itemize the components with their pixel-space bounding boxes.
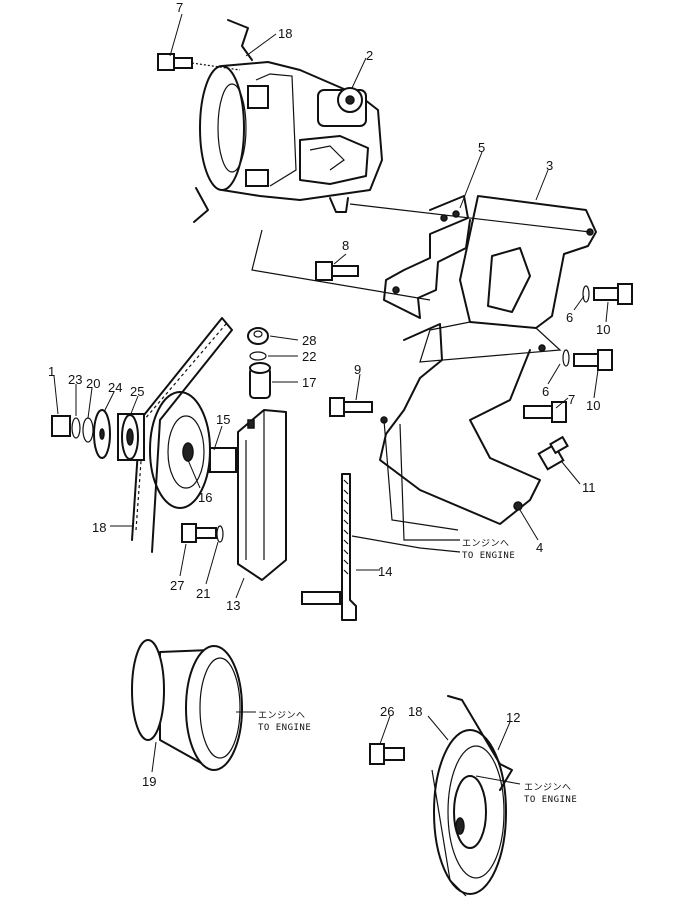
callout-4: 4 bbox=[536, 540, 543, 555]
bearing-25 bbox=[117, 413, 145, 461]
note-3-en: TO ENGINE bbox=[524, 795, 577, 805]
callout-16: 16 bbox=[198, 490, 212, 505]
callout-10-upper: 10 bbox=[596, 322, 610, 337]
note-2-en: TO ENGINE bbox=[258, 723, 311, 733]
washer-22 bbox=[249, 351, 267, 361]
bracket-3 bbox=[419, 195, 597, 363]
callout-18-left: 18 bbox=[92, 520, 106, 535]
callout-2: 2 bbox=[366, 48, 373, 63]
bolt-27 bbox=[181, 523, 217, 543]
callout-14: 14 bbox=[378, 564, 392, 579]
callout-7-top: 7 bbox=[176, 0, 183, 15]
callout-19: 19 bbox=[142, 774, 156, 789]
nut-28 bbox=[247, 327, 269, 345]
callout-22: 22 bbox=[302, 349, 316, 364]
callout-6-lower: 6 bbox=[542, 384, 549, 399]
callout-25: 25 bbox=[130, 384, 144, 399]
callout-28: 28 bbox=[302, 333, 316, 348]
bolt-10-lower bbox=[562, 349, 613, 371]
compressor bbox=[193, 19, 383, 223]
callout-labels: 7 18 2 5 3 8 6 10 28 22 17 9 6 7 10 1 23… bbox=[48, 0, 610, 789]
callout-21: 21 bbox=[196, 586, 210, 601]
callout-27: 27 bbox=[170, 578, 184, 593]
bracket-13 bbox=[237, 409, 287, 581]
adjuster-rod-14 bbox=[301, 473, 357, 621]
callout-15: 15 bbox=[216, 412, 230, 427]
nut-1 bbox=[51, 415, 71, 437]
callout-17: 17 bbox=[302, 375, 316, 390]
bolt-7-mid bbox=[523, 401, 567, 423]
callout-23: 23 bbox=[68, 372, 82, 387]
callout-24: 24 bbox=[108, 380, 122, 395]
bolt-10-upper bbox=[582, 283, 633, 305]
callout-13: 13 bbox=[226, 598, 240, 613]
callout-7-mid: 7 bbox=[568, 392, 575, 407]
washer-21 bbox=[216, 525, 224, 543]
routing-lines bbox=[251, 203, 591, 553]
callout-8: 8 bbox=[342, 238, 349, 253]
note-3-jp: エンジンへ bbox=[524, 783, 572, 793]
leader-lines bbox=[53, 13, 609, 785]
callout-11: 11 bbox=[582, 480, 596, 495]
callout-9: 9 bbox=[354, 362, 361, 377]
callout-5: 5 bbox=[478, 140, 485, 155]
bolt-11 bbox=[537, 435, 569, 471]
callout-12: 12 bbox=[506, 710, 520, 725]
idler-pulley-16 bbox=[149, 391, 211, 509]
callout-20: 20 bbox=[86, 376, 100, 391]
washer-23 bbox=[71, 417, 81, 439]
bolt-7-top bbox=[157, 53, 241, 71]
callout-26: 26 bbox=[380, 704, 394, 719]
bolt-8 bbox=[315, 261, 359, 281]
bolt-26 bbox=[369, 743, 405, 765]
bolt-9 bbox=[329, 397, 373, 417]
belt-18-lower bbox=[431, 695, 513, 897]
callout-1: 1 bbox=[48, 364, 55, 379]
callout-6-upper: 6 bbox=[566, 310, 573, 325]
callout-18-lower: 18 bbox=[408, 704, 422, 719]
crank-pulley-19 bbox=[131, 639, 243, 771]
note-2-jp: エンジンへ bbox=[258, 711, 306, 721]
washer-20 bbox=[82, 417, 94, 443]
spacer-17 bbox=[249, 362, 271, 399]
plate-24 bbox=[93, 409, 111, 459]
note-1-jp: エンジンへ bbox=[462, 539, 510, 549]
callout-3: 3 bbox=[546, 158, 553, 173]
note-1-en: TO ENGINE bbox=[462, 551, 515, 561]
pulley-12 bbox=[433, 729, 507, 895]
callout-10-lower: 10 bbox=[586, 398, 600, 413]
engine-notes: エンジンへ TO ENGINE エンジンへ TO ENGINE エンジンへ TO… bbox=[258, 539, 577, 805]
callout-18-top: 18 bbox=[278, 26, 292, 41]
